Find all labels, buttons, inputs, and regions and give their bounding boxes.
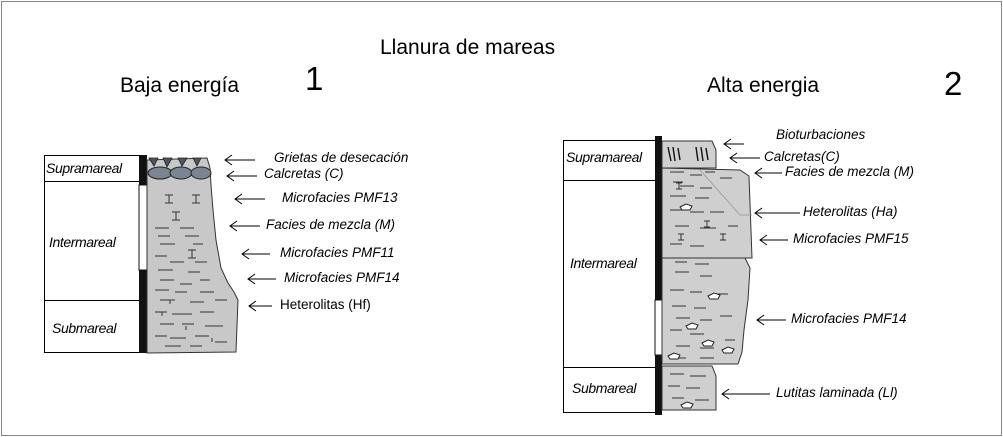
column-2-annotation-calcretas: Calcretas(C)	[764, 149, 840, 164]
column-1-zone-submareal: Submareal	[52, 320, 117, 336]
column-2-marker-bar	[654, 136, 663, 415]
column-2-annotation-pmf14: Microfacies PMF14	[791, 311, 907, 326]
column-2-lithology-symbols	[668, 171, 738, 401]
column-1-annotation-facies-mezcla: Facies de mezcla (M)	[266, 217, 396, 232]
column-1-zone-supramareal: Supramareal	[46, 160, 122, 176]
column-1-annotation-grietas: Grietas de desecación	[274, 150, 409, 165]
column-2-annotation-heterolitas: Heterolitas (Ha)	[803, 204, 898, 219]
column-2-annotation-lutitas: Lutitas laminada (Ll)	[776, 385, 898, 400]
column-2-zone-submareal: Submareal	[572, 380, 637, 396]
column-2-bioturbation-marks	[667, 146, 709, 162]
column-1-annotation-pmf13: Microfacies PMF13	[282, 190, 398, 205]
column-2-block-top	[661, 140, 717, 169]
column-1-lithology-symbols	[155, 194, 227, 347]
column-1-annotation-heterolitas: Heterolitas (Hf)	[280, 297, 371, 312]
column-2-annotation-pmf15: Microfacies PMF15	[793, 231, 909, 246]
column-2-fossil-marks	[667, 203, 735, 409]
column-2-zone-intermareal: Intermareal	[570, 255, 637, 271]
column-1-annotation-pmf11: Microfacies PMF11	[280, 245, 395, 260]
column-1-marker-bar	[138, 155, 148, 353]
column-1-arrows	[224, 154, 276, 312]
column-2-block-middle	[661, 167, 753, 259]
column-2-arrows	[721, 138, 800, 400]
column-2-zone-supramareal: Supramareal	[566, 149, 642, 165]
column-2-annotation-bioturbaciones: Bioturbaciones	[776, 127, 866, 142]
column-1-annotation-pmf14: Microfacies PMF14	[284, 270, 400, 285]
column-2-block-lower	[661, 257, 751, 365]
column-1-mud-cracks	[148, 157, 202, 168]
column-1-zone-intermareal: Intermareal	[49, 234, 116, 250]
column-2-zone-boxes	[563, 140, 659, 413]
diagram-title: Llanura de mareas	[380, 36, 556, 59]
column-2-facies-boundary	[699, 169, 752, 216]
column-1-annotation-calcretas: Calcretas (C)	[264, 166, 344, 181]
column-1-number: 1	[305, 60, 324, 97]
column-2-number: 2	[944, 65, 963, 102]
column-1-calcrete-nodules	[147, 166, 212, 180]
column-2-heading: Alta energia	[707, 74, 820, 97]
column-1-heading: Baja energía	[120, 74, 240, 97]
column-2-annotation-facies-mezcla: Facies de mezcla (M)	[785, 164, 915, 179]
